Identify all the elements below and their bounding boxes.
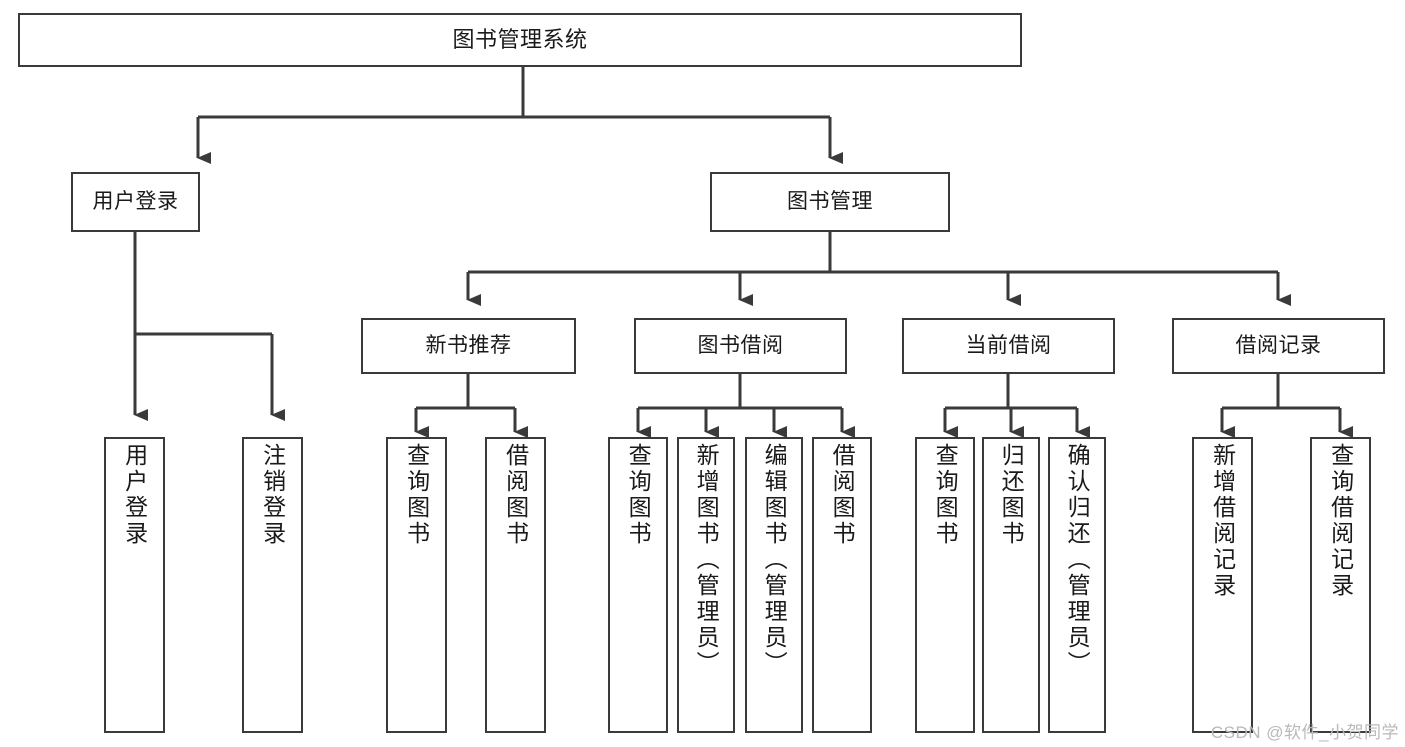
leaf-query-record[interactable]: 查询借阅记录 [1310,437,1371,733]
node-label: 查询图书 [625,443,652,547]
node-label: 查询图书 [932,443,959,547]
node-label: 借阅图书 [502,443,529,547]
node-user-login[interactable]: 用户登录 [71,172,200,232]
node-label: 新增借阅记录 [1209,443,1236,599]
node-label: 当前借阅 [965,333,1052,357]
leaf-user-login[interactable]: 用户登录 [104,437,165,733]
node-label: 查询图书 [403,443,430,547]
leaf-logout-login[interactable]: 注销登录 [242,437,303,733]
leaf-confirm-return[interactable]: 确认归还（管理员） [1048,437,1106,733]
node-label: 注销登录 [259,443,286,547]
leaf-add-book[interactable]: 新增图书（管理员） [677,437,735,733]
node-label: 归还图书 [998,443,1025,547]
node-book-manage[interactable]: 图书管理 [710,172,950,232]
leaf-add-record[interactable]: 新增借阅记录 [1192,437,1253,733]
node-root-system[interactable]: 图书管理系统 [18,13,1022,67]
leaf-borrow-book-1[interactable]: 借阅图书 [485,437,546,733]
node-label: 借阅记录 [1235,333,1322,357]
node-label: 查询借阅记录 [1327,443,1354,599]
node-label: 确认归还（管理员） [1064,443,1091,677]
node-label: 编辑图书（管理员） [761,443,788,677]
leaf-return-book[interactable]: 归还图书 [982,437,1040,733]
leaf-query-book-2[interactable]: 查询图书 [608,437,668,733]
leaf-edit-book[interactable]: 编辑图书（管理员） [745,437,803,733]
node-new-book-recommend[interactable]: 新书推荐 [361,318,576,374]
node-label: 借阅图书 [829,443,856,547]
node-label: 用户登录 [92,189,179,213]
node-label: 新书推荐 [425,333,512,357]
node-label: 用户登录 [121,443,148,547]
node-label: 图书管理 [787,189,873,213]
leaf-query-book-1[interactable]: 查询图书 [386,437,447,733]
node-label: 图书借阅 [697,333,784,357]
node-label: 图书管理系统 [452,27,588,53]
node-label: 新增图书（管理员） [693,443,720,677]
csdn-watermark: CSDN @软件_小贺同学 [1210,723,1399,742]
leaf-query-book-3[interactable]: 查询图书 [915,437,975,733]
node-book-borrow[interactable]: 图书借阅 [634,318,847,374]
node-current-borrow[interactable]: 当前借阅 [902,318,1115,374]
node-borrow-record[interactable]: 借阅记录 [1172,318,1385,374]
leaf-borrow-book-2[interactable]: 借阅图书 [812,437,872,733]
